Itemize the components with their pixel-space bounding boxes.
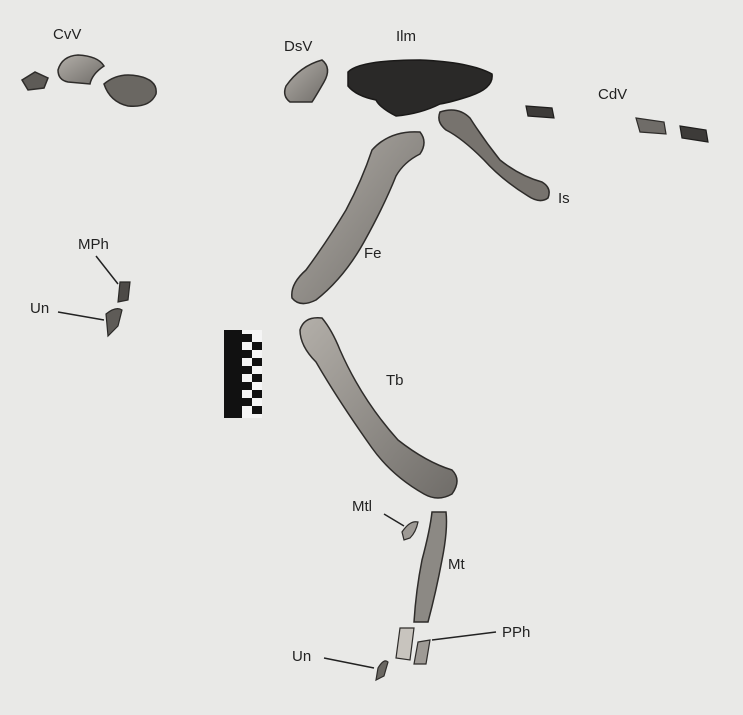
- ischium: [438, 109, 550, 202]
- metatarsals: [413, 511, 448, 623]
- metatarsal-one: [401, 521, 419, 541]
- tibia: [299, 317, 458, 499]
- label-metatarsal-one: Mtl: [352, 498, 372, 515]
- label-metatarsals: Mt: [448, 556, 465, 573]
- manual-phalanx: [117, 281, 131, 303]
- label-ischium: Is: [558, 190, 570, 207]
- label-pedal-ungual: Un: [292, 648, 312, 665]
- label-pedal-phalanges: PPh: [502, 624, 531, 641]
- label-manual-phalanx: MPh: [78, 236, 109, 253]
- pedal-phalanges: [395, 627, 431, 665]
- pedal-ungual: [375, 660, 389, 682]
- manual-ungual: [105, 308, 123, 338]
- leader-lines: [57, 255, 497, 669]
- label-caudal-vertebrae: CdV: [598, 86, 628, 103]
- cervical-vertebrae: [20, 54, 157, 107]
- label-manual-ungual: Un: [30, 300, 50, 317]
- scale-bar: [224, 330, 262, 418]
- label-ilium: Ilm: [396, 28, 416, 45]
- label-dorsal-vertebra: DsV: [284, 38, 313, 55]
- label-cervical-vertebrae: CvV: [53, 26, 82, 43]
- caudal-vertebrae: [525, 105, 709, 143]
- label-tibia: Tb: [386, 372, 404, 389]
- ilium: [347, 59, 493, 117]
- dorsal-vertebra: [283, 59, 329, 103]
- label-femur: Fe: [364, 245, 382, 262]
- femur: [291, 131, 425, 305]
